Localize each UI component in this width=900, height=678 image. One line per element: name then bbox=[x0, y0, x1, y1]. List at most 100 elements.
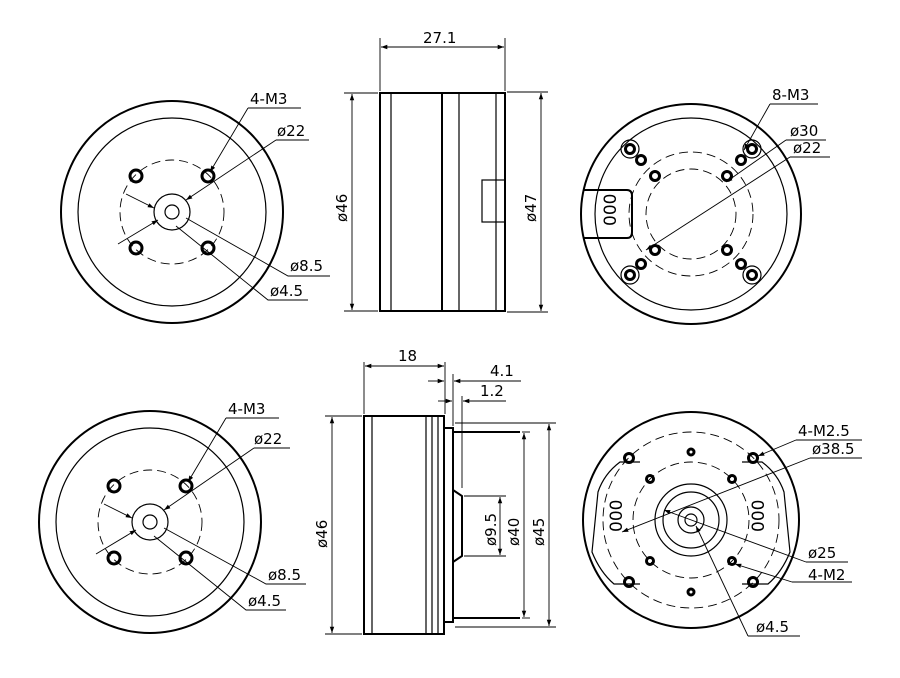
base-diameter-label: ø45 bbox=[530, 518, 548, 546]
mount-hole bbox=[649, 170, 661, 182]
leader-line bbox=[757, 439, 797, 457]
leader-line bbox=[725, 139, 787, 183]
leader-line bbox=[163, 447, 255, 511]
boss-diameter-label: ø40 bbox=[505, 518, 523, 546]
mount-hole bbox=[727, 474, 737, 484]
mount-hole bbox=[106, 478, 122, 494]
inner-pcd-label: ø25 bbox=[808, 544, 836, 562]
outer-rim bbox=[582, 411, 800, 629]
outer-pcd-label: ø30 bbox=[790, 122, 818, 140]
counterbore bbox=[620, 265, 640, 285]
mount-hole bbox=[735, 154, 747, 166]
inner-bolt-circle bbox=[645, 168, 737, 260]
shaft-diameter-label: ø4.5 bbox=[248, 592, 281, 610]
outer-bolt-circle bbox=[628, 151, 754, 277]
shaft-diameter-label: ø4.5 bbox=[756, 618, 789, 636]
outer-bolt-circle bbox=[602, 431, 780, 609]
rear-view-bottom-right: 000 000 4-M2.5 ø38.5 ø25 4-M2 ø4.5 bbox=[582, 411, 862, 637]
counterbore bbox=[742, 265, 762, 285]
mount-hole bbox=[128, 168, 144, 184]
mount-hole bbox=[735, 258, 747, 270]
outer-rim bbox=[38, 410, 262, 634]
diameter-right-label: ø47 bbox=[522, 194, 540, 222]
bearing-housing bbox=[654, 483, 728, 557]
mount-hole bbox=[721, 244, 733, 256]
length-label: 27.1 bbox=[423, 29, 456, 47]
mount-hole bbox=[635, 154, 647, 166]
shaft-diameter-label: ø9.5 bbox=[482, 513, 500, 546]
leader-line bbox=[734, 563, 793, 583]
counterbore bbox=[742, 139, 762, 159]
front-view-top-left: 4-M3 ø22 ø8.5 ø4.5 bbox=[60, 90, 330, 324]
body-diameter-label: ø46 bbox=[313, 520, 331, 548]
shaft-hole bbox=[164, 204, 180, 220]
connector-marking: 000 bbox=[601, 194, 621, 226]
bolt-circle-label: ø22 bbox=[277, 122, 305, 140]
mount-hole bbox=[727, 556, 737, 566]
mount-hole bbox=[623, 452, 635, 464]
leader-line bbox=[621, 457, 811, 533]
length-label: 18 bbox=[398, 347, 417, 365]
base-outline bbox=[453, 431, 520, 619]
inner-thread-label: 4-M2 bbox=[808, 566, 845, 584]
mount-hole bbox=[747, 576, 759, 588]
mount-hole bbox=[747, 452, 759, 464]
mount-hole bbox=[200, 168, 216, 184]
bearing-seat bbox=[662, 491, 720, 549]
mount-hole bbox=[746, 143, 758, 155]
step-width-label: 1.2 bbox=[480, 382, 504, 400]
outer-rim bbox=[60, 100, 284, 324]
bolt-circle bbox=[97, 469, 203, 575]
leader-line bbox=[175, 225, 308, 301]
leader-line bbox=[695, 525, 749, 637]
mount-hole bbox=[624, 269, 636, 281]
mount-hole bbox=[623, 576, 635, 588]
mount-hole bbox=[200, 240, 216, 256]
mount-hole bbox=[106, 550, 122, 566]
shaft-boss bbox=[452, 489, 463, 563]
shaft-hole bbox=[684, 513, 698, 527]
rear-view-top-right: 000 8-M3 ø30 ø22 bbox=[580, 86, 830, 325]
leader-line bbox=[103, 503, 133, 519]
mount-hole bbox=[649, 244, 661, 256]
leader-line bbox=[153, 535, 286, 611]
shaft-diameter-label: ø4.5 bbox=[270, 282, 303, 300]
leader-line bbox=[187, 417, 227, 483]
leader-line bbox=[95, 529, 137, 555]
shaft-boss bbox=[677, 506, 705, 534]
leader-line bbox=[743, 103, 771, 151]
marking-left: 000 bbox=[607, 500, 627, 532]
flange-width-label: 4.1 bbox=[490, 362, 514, 380]
outer-thread-label: 4-M2.5 bbox=[798, 422, 850, 440]
inner-pcd-label: ø22 bbox=[793, 139, 821, 157]
base-contour bbox=[591, 461, 791, 585]
connector-tab bbox=[481, 179, 506, 223]
mount-hole bbox=[746, 269, 758, 281]
counterbore bbox=[620, 139, 640, 159]
hub-outer bbox=[131, 503, 169, 541]
outer-pcd-label: ø38.5 bbox=[812, 440, 855, 458]
hub-diameter-label: ø8.5 bbox=[268, 566, 301, 584]
marking-right: 000 bbox=[749, 500, 769, 532]
bolt-circle-label: ø22 bbox=[254, 430, 282, 448]
bolt-circle bbox=[119, 159, 225, 265]
thread-spec-label: 8-M3 bbox=[772, 86, 809, 104]
connector-housing bbox=[584, 189, 633, 239]
inner-rim bbox=[77, 117, 267, 307]
mount-hole bbox=[178, 550, 194, 566]
mount-hole bbox=[686, 587, 696, 597]
leader-line bbox=[185, 217, 330, 277]
leader-line bbox=[117, 219, 159, 245]
mount-hole bbox=[128, 240, 144, 256]
mount-hole bbox=[645, 474, 655, 484]
mount-hole bbox=[178, 478, 194, 494]
inner-rim bbox=[55, 427, 245, 617]
front-view-bottom-left: 4-M3 ø22 ø8.5 ø4.5 bbox=[38, 400, 306, 634]
leader-line bbox=[209, 107, 249, 173]
inner-bolt-circle bbox=[632, 461, 750, 579]
mount-hole bbox=[624, 143, 636, 155]
hub-diameter-label: ø8.5 bbox=[290, 257, 323, 275]
leader-line bbox=[663, 509, 807, 563]
side-view-top-center: 27.1 ø46 ø47 bbox=[333, 29, 548, 313]
